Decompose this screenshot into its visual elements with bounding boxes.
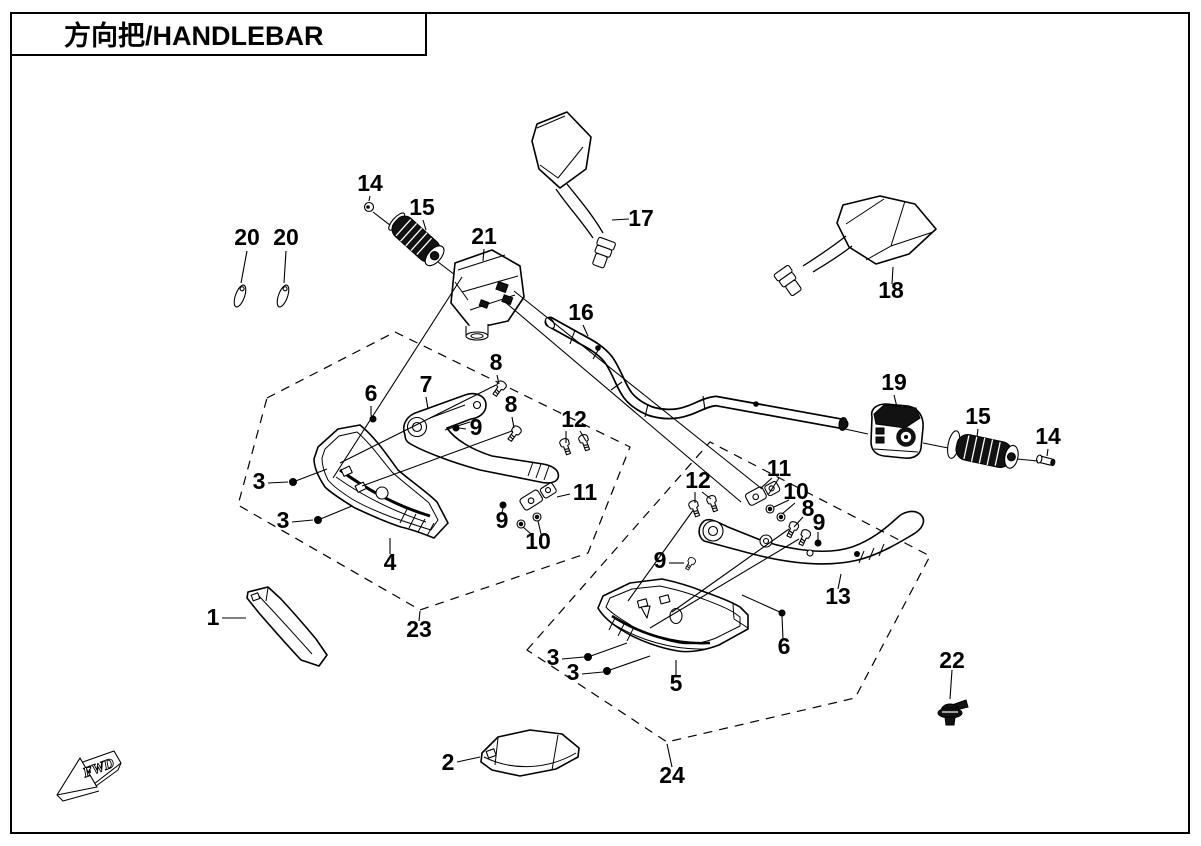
part-label-10-right: 10 [783,478,809,504]
part-label-5: 5 [670,670,683,696]
nut-10-right-b [776,512,786,522]
part-label-3-c: 3 [547,644,560,670]
part-label-14-left: 14 [357,170,383,196]
screw-9-d [683,555,698,572]
mirror-right-thread [773,264,802,297]
nut-10-left-b [532,512,542,522]
part-label-11-right: 11 [767,455,792,481]
nut-10-left-a [516,519,526,529]
part-label-9-b: 9 [496,507,509,533]
part-label-8-b: 8 [505,391,518,417]
part-label-7: 7 [420,371,433,397]
grip-left [388,212,445,267]
part-label-15-right: 15 [965,403,991,429]
grip-right [947,430,1019,469]
part-label-12-right: 12 [685,467,711,493]
part-label-11-left: 11 [573,479,598,505]
part-label-9-c: 9 [813,509,826,535]
guard-bracket-right [698,510,925,565]
part-label-8-c: 8 [802,495,815,521]
nut-10-right-a [765,504,775,514]
bar-end-bolt-right [1035,454,1056,467]
switch-assembly-left [450,249,525,341]
fwd-arrow: FWD [56,750,122,802]
alignment-lines [332,276,1039,629]
deflector-left [246,586,328,667]
handguard-left [313,424,449,539]
part-label-9-a: 9 [470,414,483,440]
handlebar-tube [544,316,849,431]
part-label-9-d: 9 [654,547,667,573]
part-label-18: 18 [878,277,904,303]
part-label-16: 16 [568,299,594,325]
part-label-14-right: 14 [1035,423,1061,449]
part-label-23: 23 [406,616,432,642]
mirror-right [773,195,937,297]
screw-12-left-b [577,432,593,453]
part-label-17: 17 [628,205,654,231]
part-label-3-a: 3 [253,468,266,494]
part-label-21: 21 [471,223,497,249]
pin-20-a [231,283,249,309]
part-labels: 20 20 14 15 21 17 18 16 19 15 14 8 7 8 9… [207,170,1061,788]
part-label-24: 24 [659,762,685,788]
group-outline-24 [526,441,931,743]
group-outline-23 [237,331,631,611]
part-label-10-left: 10 [525,528,551,554]
screw-8-d [796,527,813,548]
part-label-8-a: 8 [490,349,503,375]
leader-lines [222,195,1049,768]
deflector-right [480,729,580,777]
bar-end-washer-left [363,201,375,213]
mirror-left [531,111,616,269]
part-label-20-a: 20 [234,224,260,250]
handguard-right [597,578,749,653]
part-label-2: 2 [442,749,455,775]
part-label-13: 13 [825,583,851,609]
push-clip [937,699,969,726]
part-label-3-b: 3 [277,507,290,533]
title-box: 方向把/HANDLEBAR [10,12,427,56]
bar-clamp-left [519,482,557,511]
part-label-15-left: 15 [409,194,435,220]
switch-assembly-right [870,403,924,459]
part-label-1: 1 [207,604,220,630]
page-title: 方向把/HANDLEBAR [64,20,324,51]
part-label-12-left: 12 [561,406,587,432]
part-label-19: 19 [881,369,907,395]
pin-20-b [274,283,292,309]
part-label-22: 22 [939,647,965,673]
part-label-20-b: 20 [273,224,299,250]
part-label-6-right: 6 [778,633,791,659]
diagram-border [10,12,1190,834]
part-label-3-d: 3 [567,659,580,685]
part-label-4: 4 [384,549,397,575]
part-label-6-left: 6 [365,380,378,406]
mirror-left-thread [592,236,616,269]
